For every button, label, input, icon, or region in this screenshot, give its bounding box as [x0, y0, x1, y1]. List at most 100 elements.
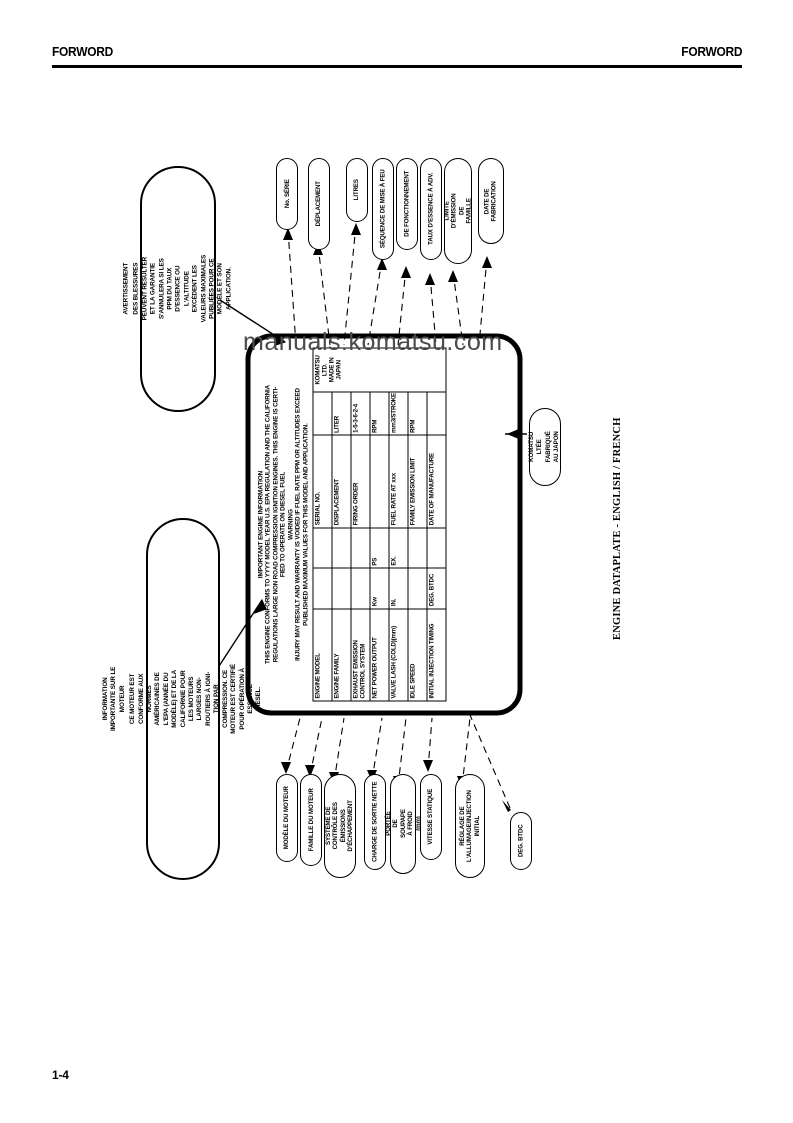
cell-engine-family-label: ENGINE FAMILY	[331, 608, 351, 701]
info-box-line-4: DIESEL.	[255, 687, 263, 711]
cell-engine-model-label: ENGINE MODEL	[312, 608, 332, 701]
table-row: INITIAL INJECTION TIMING DEG. BTDC DATE …	[426, 348, 446, 701]
table-row: ENGINE MODEL SERIAL NO. KOMATSU LTD. MAD…	[312, 347, 446, 701]
conformance-line-1: THIS ENGINE CONFORMS TO YYYY MODEL YEAR …	[264, 384, 272, 664]
cell-serial-no-unit	[312, 391, 332, 435]
cell-net-power-right-label	[369, 434, 389, 528]
cell-injection-timing-unit: DEG. BTDC	[426, 567, 446, 609]
header-rule	[52, 65, 742, 68]
header-title-left: FORWORD	[52, 44, 113, 59]
warning-box-line-1: DES BLESSURES PEUVENT RÉSULTER ET LA GAR…	[132, 257, 157, 321]
info-box-line-1: CE MOTEUR EST CONFORME AUX NORMES AMÉRIC…	[129, 672, 170, 726]
cell-emission-control-label: EXHAUST EMISSION CONTROL SYSTEM	[350, 608, 370, 701]
cell-firing-order-label: FIRING ORDER	[350, 434, 370, 528]
cell-engine-model-value	[312, 527, 332, 568]
callout-label: LIMITE D'ÉMISSION DE FAMILLE	[443, 193, 473, 229]
cell-net-power-unit-kw: Kw	[369, 567, 389, 609]
cell-maker: KOMATSU LTD. MADE IN JAPAN	[312, 347, 446, 392]
warning-box-text: AVERTISSEMENT DES BLESSURES PEUVENT RÉSU…	[122, 253, 233, 325]
warning-box-french: AVERTISSEMENT DES BLESSURES PEUVENT RÉSU…	[122, 166, 232, 412]
callout-label: SÉQUENCE DE MISE À FEU	[379, 169, 387, 249]
page-header: FORWORD FORWORD	[52, 44, 742, 70]
table-row: EXHAUST EMISSION CONTROL SYSTEM FIRING O…	[350, 348, 370, 701]
callout-fuel-rate: TAUX D'ESSENCE À ADV.	[420, 158, 442, 260]
cell-engine-family-value	[331, 527, 351, 568]
callout-label: DATE DE FABRICATION	[483, 180, 498, 222]
cell-date-manufacture-label: DATE OF MANUFACTURE	[426, 434, 446, 528]
callout-label: RÉGLAGE DE L'ALLUMAGE/INJECTION INITIAL	[458, 790, 481, 862]
callout-fuel-rate-at: DE FONCTIONNEMENT	[396, 158, 418, 250]
info-box-line-2: MODÈLE) ET DE LA CALIFORNIE POUR LES MOT…	[171, 670, 213, 728]
callout-engine-family: FAMILLE DU MOTEUR	[300, 774, 322, 866]
cell-family-emission-unit: RPM	[407, 391, 427, 435]
callout-label: LITRES	[353, 179, 361, 201]
dataplate-header-block: IMPORTANT ENGINE INFORMATION THIS ENGINE…	[257, 347, 287, 701]
dataplate-warning-body: INJURY MAY RESULT AND WARRANTY IS VOIDED…	[294, 347, 309, 701]
cell-valve-lash-label: VALVE LASH (COLD)(mm)	[388, 608, 408, 701]
warning-line-2: PUBLISHED MAXIMUM VALUES FOR THIS MODEL …	[301, 422, 309, 626]
maker-box-line-2: FABRIQUÉ AU JAPON	[545, 431, 561, 463]
dataplate-body: IMPORTANT ENGINE INFORMATION THIS ENGINE…	[245, 333, 522, 715]
cell-fuel-rate-label: FUEL RATE AT xxx	[388, 434, 408, 528]
header-title-right: FORWORD	[681, 44, 742, 59]
conformance-line-3: FIED TO OPERATE ON DIESEL FUEL	[279, 471, 287, 577]
cell-emission-control-value	[350, 527, 370, 568]
maker-box-line-1: KOMATSU LTÉE	[528, 431, 544, 463]
table-row: ENGINE FAMILY DISPLACEMENT LITER	[331, 348, 351, 701]
dataplate-title: IMPORTANT ENGINE INFORMATION	[257, 470, 264, 578]
maker-line-1: KOMATSU LTD.	[313, 354, 328, 385]
callout-label: DÉPLACEMENT	[315, 181, 323, 227]
table-row: IDLE SPEED FAMILY EMISSION LIMIT RPM	[407, 348, 427, 701]
callout-label: PORTÉE DE SOUPAPE À FROID (mm)	[384, 809, 422, 839]
callout-label: DEG. BTDC	[517, 824, 525, 858]
callout-injection-timing: RÉGLAGE DE L'ALLUMAGE/INJECTION INITIAL	[455, 774, 485, 878]
maker-box-french: KOMATSU LTÉE FABRIQUÉ AU JAPON	[528, 408, 562, 486]
info-box-title: INFORMATION IMPORTANTE SUR LE MOTEUR	[102, 666, 126, 732]
cell-engine-model-unit	[312, 567, 332, 609]
maker-line-2: MADE IN JAPAN	[327, 357, 342, 382]
cell-displacement-unit: LITER	[331, 391, 351, 435]
callout-deg-btdc: DEG. BTDC	[510, 812, 532, 870]
callout-net-power: CHARGE DE SORTIE NETTE	[364, 774, 386, 870]
callout-label: SYSTÈME DE CONTRÔLE DES ÉMISSIONS D'ÉCHA…	[325, 800, 355, 852]
info-box-text: INFORMATION IMPORTANTE SUR LE MOTEUR CE …	[102, 664, 264, 734]
footer-page-number: 1-4	[52, 1068, 69, 1082]
cell-net-power-label: NET POWER OUTPUT	[369, 608, 389, 701]
callout-label: FAMILLE DU MOTEUR	[307, 788, 315, 852]
info-box-french: INFORMATION IMPORTANTE SUR LE MOTEUR CE …	[102, 518, 262, 880]
callout-label: VITESSE STATIQUE	[427, 789, 435, 845]
callout-date-of-manufacture: DATE DE FABRICATION	[478, 158, 504, 244]
cell-engine-family-unit	[331, 567, 351, 609]
cell-serial-no-label: SERIAL NO.	[312, 434, 332, 528]
info-box-line-3: TION PAR COMPRESSION. CE MOTEUR EST CERT…	[213, 664, 255, 734]
cell-family-emission-label: FAMILY EMISSION LIMIT	[407, 434, 427, 528]
cell-valve-lash-ex: EX.	[388, 527, 408, 568]
maker-box-text: KOMATSU LTÉE FABRIQUÉ AU JAPON	[528, 431, 562, 462]
warning-box-title: AVERTISSEMENT	[122, 263, 130, 315]
warning-line-1: INJURY MAY RESULT AND WARRANTY IS VOIDED…	[294, 387, 302, 661]
cell-displacement-label: DISPLACEMENT	[331, 434, 351, 528]
callout-label: MODÈLE DU MOTEUR	[283, 786, 291, 850]
cell-idle-speed-value	[407, 527, 427, 568]
cell-net-power-rpm: RPM	[369, 391, 389, 435]
callout-liter: LITRES	[346, 158, 368, 222]
cell-injection-timing-label: INITIAL INJECTION TIMING	[426, 608, 446, 701]
callout-family-emission-limit: LIMITE D'ÉMISSION DE FAMILLE	[443, 158, 473, 264]
cell-date-manufacture-value	[426, 391, 446, 435]
callout-label: TAUX D'ESSENCE À ADV.	[427, 172, 435, 246]
cell-net-power-unit-ps: PS	[369, 527, 389, 568]
engine-dataplate: IMPORTANT ENGINE INFORMATION THIS ENGINE…	[245, 333, 522, 715]
callout-emission-control: SYSTÈME DE CONTRÔLE DES ÉMISSIONS D'ÉCHA…	[324, 774, 356, 878]
figure-caption: ENGINE DATAPLATE - ENGLISH / FRENCH	[612, 417, 623, 640]
callout-firing-order: SÉQUENCE DE MISE À FEU	[372, 158, 394, 260]
callout-serial-no: No. SÉRIE	[276, 158, 298, 230]
conformance-line-2: REGULATIONS LARGE NON ROAD COMPRESSION I…	[271, 386, 279, 662]
cell-emission-control-unit	[350, 567, 370, 609]
dataplate-warning-title: WARNING	[287, 508, 295, 540]
cell-firing-order-value: 1-5-3-6-2-4	[350, 391, 370, 435]
table-row: NET POWER OUTPUT Kw PS RPM	[369, 348, 389, 701]
warning-box-line-3: EXCÈDENT LES VALEURS MAXIMALES PUBLIÉES …	[191, 255, 216, 323]
